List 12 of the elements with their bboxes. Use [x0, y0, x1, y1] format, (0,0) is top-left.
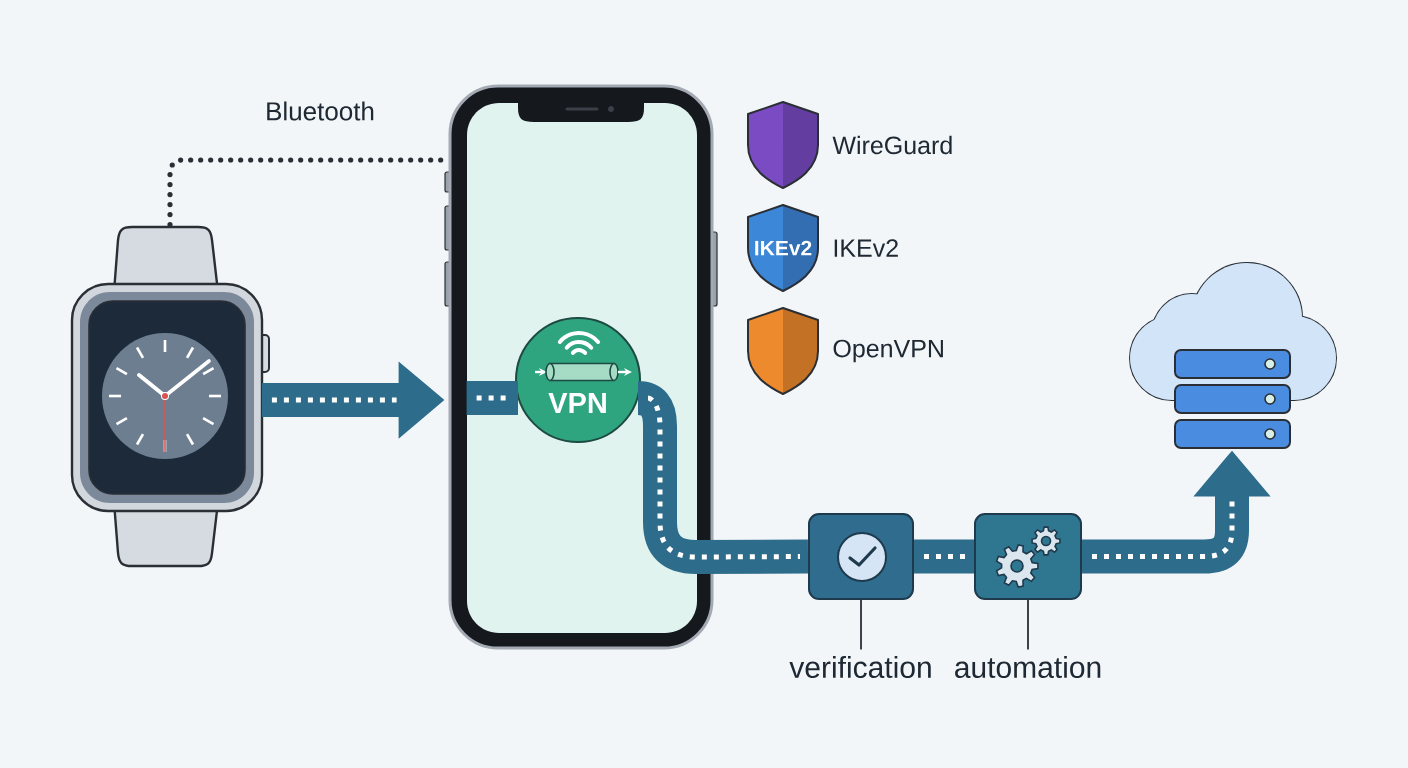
leader-line — [1027, 599, 1029, 651]
step-label: verification — [789, 656, 931, 678]
shield-badge: IKEv2 — [747, 204, 819, 292]
flow-band — [914, 539, 974, 574]
leader-line — [860, 599, 862, 651]
step-label: automation — [955, 656, 1101, 678]
protocol-label: OpenVPN — [833, 339, 943, 363]
edge-label: Bluetooth — [261, 97, 379, 125]
cloud-server-icon — [1129, 262, 1337, 449]
protocol-label: IKEv2 — [834, 239, 898, 257]
smartwatch-drawing — [70, 225, 270, 568]
protocol-label: WireGuard — [832, 135, 952, 155]
